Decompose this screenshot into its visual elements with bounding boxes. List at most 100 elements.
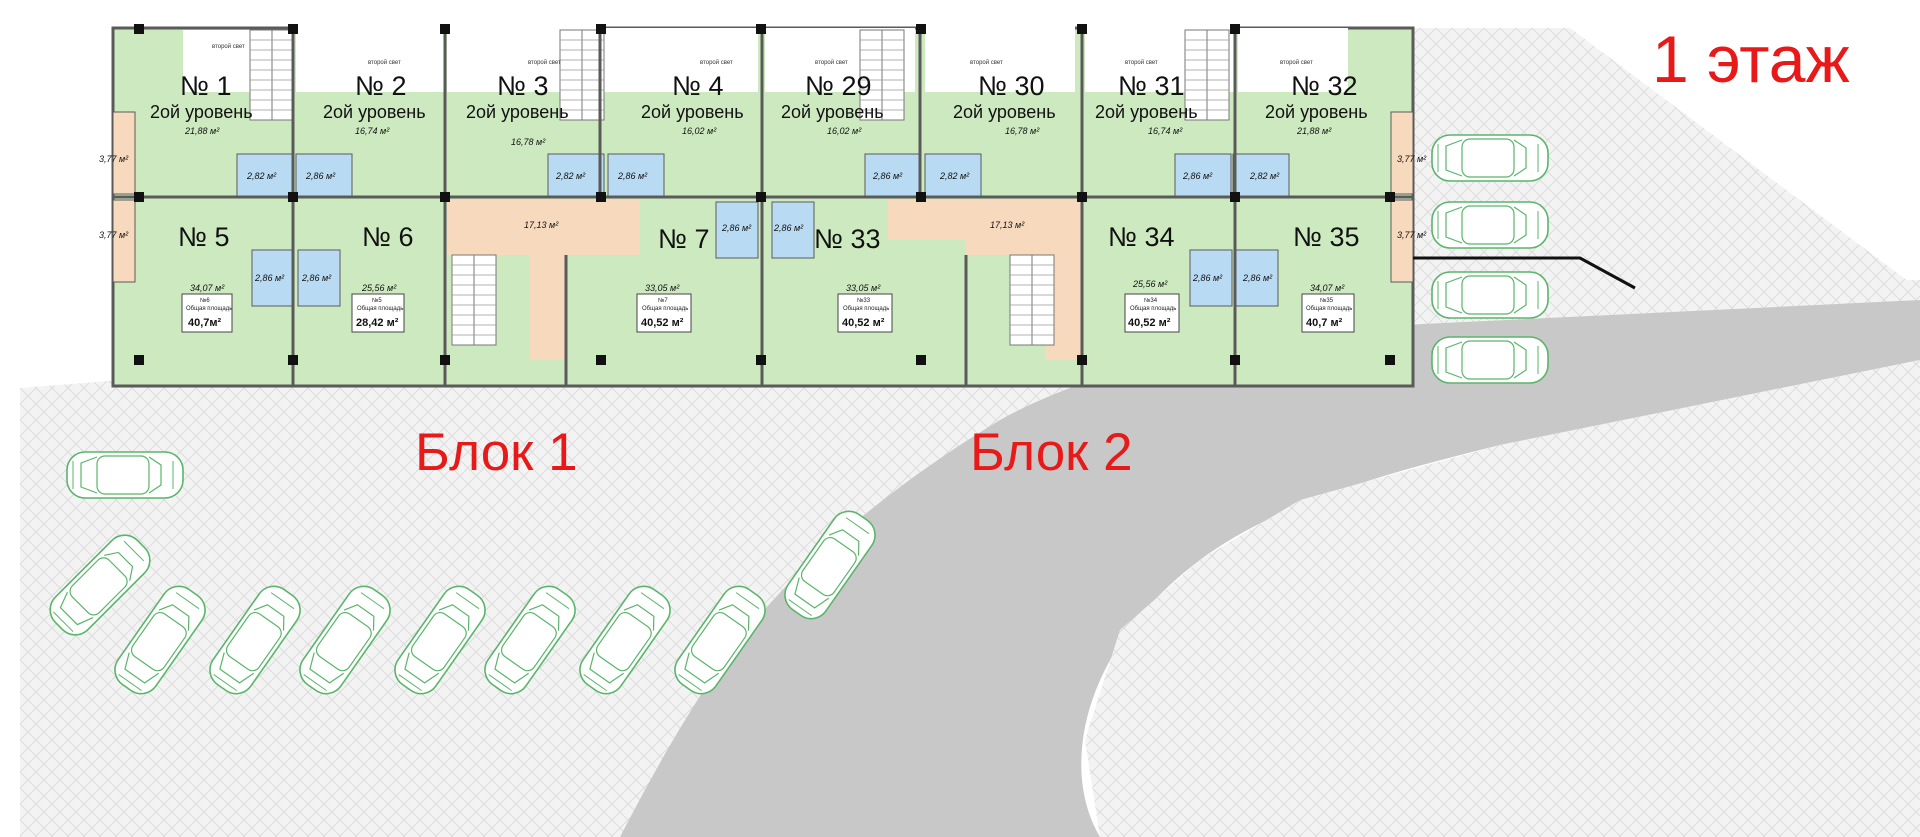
unit-number: № 7 — [658, 224, 709, 254]
storage-area: 2,82 м² — [555, 171, 586, 181]
unit-level: 2ой уровень — [1265, 102, 1368, 122]
side-room-area: 3,77 м² — [1397, 230, 1427, 240]
badge-number: №33 — [857, 297, 871, 304]
unit-number: № 32 — [1291, 71, 1358, 101]
badge-caption: Общая площадь — [1306, 306, 1352, 312]
second-light-label: второй свет — [212, 43, 245, 50]
badge-caption: Общая площадь — [1130, 306, 1176, 312]
hall-area: 17,13 м² — [524, 220, 559, 230]
storage-area: 2,86 м² — [773, 223, 804, 233]
unit-level: 2ой уровень — [781, 102, 884, 122]
unit-area: 16,02 м² — [827, 126, 862, 136]
unit-area: 21,88 м² — [184, 126, 220, 136]
badge-caption: Общая площадь — [357, 306, 403, 312]
unit-area: 33,05 м² — [846, 283, 881, 293]
badge-number: №7 — [658, 297, 668, 304]
unit-area: 16,74 м² — [355, 126, 390, 136]
storage-area: 2,86 м² — [872, 171, 903, 181]
unit-level: 2ой уровень — [953, 102, 1056, 122]
unit-number: № 1 — [180, 71, 231, 101]
badge-total: 40,7 м² — [1306, 317, 1343, 329]
unit-number: № 29 — [805, 71, 872, 101]
unit-area: 16,02 м² — [682, 126, 717, 136]
second-light-label: второй свет — [815, 59, 848, 66]
unit-area: 33,05 м² — [645, 283, 680, 293]
hall-area: 17,13 м² — [990, 220, 1025, 230]
unit-level: 2ой уровень — [150, 102, 253, 122]
total-area-badge — [1301, 293, 1355, 333]
storage-area: 2,86 м² — [254, 273, 285, 283]
badge-number: №34 — [1144, 297, 1158, 304]
unit-level: 2ой уровень — [1095, 102, 1198, 122]
unit-number: № 5 — [178, 222, 229, 252]
badge-total: 40,52 м² — [842, 317, 885, 329]
upper-units: № 1 2ой уровень 21,88 м² второй свет № 2… — [150, 43, 1368, 147]
unit-number: № 35 — [1293, 222, 1360, 252]
block-label-1: Блок 1 — [415, 423, 578, 482]
unit-area: 16,74 м² — [1148, 126, 1183, 136]
badge-total: 28,42 м² — [356, 317, 399, 329]
unit-number: № 6 — [362, 222, 413, 252]
badge-caption: Общая площадь — [186, 306, 232, 312]
badge-number: №6 — [200, 297, 210, 304]
storage-area: 2,86 м² — [1192, 273, 1223, 283]
side-room-area: 3,77 м² — [1397, 154, 1427, 164]
badge-total: 40,7м² — [188, 317, 222, 329]
second-light-label: второй свет — [528, 59, 561, 66]
unit-number: № 31 — [1118, 71, 1185, 101]
unit-level: 2ой уровень — [323, 102, 426, 122]
unit-number: № 2 — [355, 71, 406, 101]
unit-number: № 34 — [1108, 222, 1175, 252]
unit-area: 25,56 м² — [1132, 279, 1168, 289]
badge-caption: Общая площадь — [642, 306, 688, 312]
unit-area: 16,78 м² — [511, 137, 546, 147]
second-light-label: второй свет — [1280, 59, 1313, 66]
storage-area: 2,86 м² — [301, 273, 332, 283]
lower-units: № 5 34,07 м² №6 Общая площадь 40,7м² № 6… — [178, 222, 1360, 333]
paving — [20, 280, 1920, 837]
badge-number: №5 — [372, 297, 382, 304]
paving-lower-right — [1085, 360, 1920, 837]
unit-level: 2ой уровень — [466, 102, 569, 122]
unit-number: № 4 — [672, 71, 723, 101]
halls — [112, 111, 1414, 360]
site-edge-line — [1413, 256, 1636, 290]
side-room-area: 3,77 м² — [99, 230, 129, 240]
block-label-2: Блок 2 — [970, 423, 1133, 482]
unit-area: 21,88 м² — [1296, 126, 1332, 136]
second-light-label: второй свет — [1125, 59, 1158, 66]
unit-area: 16,78 м² — [1005, 126, 1040, 136]
badge-total: 40,52 м² — [641, 317, 684, 329]
floor-title: 1 этаж — [1652, 22, 1850, 96]
second-light-label: второй свет — [970, 59, 1003, 66]
unit-area: 34,07 м² — [1310, 283, 1345, 293]
storage-area: 2,82 м² — [1249, 171, 1280, 181]
badge-caption: Общая площадь — [843, 306, 889, 312]
storage-labels: 2,82 м² 2,86 м² 2,82 м² 2,86 м² 2,86 м² … — [246, 171, 1280, 283]
unit-number: № 3 — [497, 71, 548, 101]
badge-total: 40,52 м² — [1128, 317, 1171, 329]
storage-area: 2,82 м² — [939, 171, 970, 181]
storage-area: 2,86 м² — [305, 171, 336, 181]
total-area-badge — [351, 293, 405, 333]
side-room-area: 3,77 м² — [99, 154, 129, 164]
storage-area: 2,86 м² — [1242, 273, 1273, 283]
unit-number: № 33 — [814, 224, 881, 254]
storage-rooms — [236, 153, 1290, 307]
columns — [134, 24, 1395, 365]
total-area-badge — [181, 293, 233, 333]
total-area-badge — [837, 293, 893, 333]
unit-area: 25,56 м² — [361, 283, 397, 293]
unit-level: 2ой уровень — [641, 102, 744, 122]
unit-number: № 30 — [978, 71, 1045, 101]
second-light-label: второй свет — [368, 59, 401, 66]
storage-area: 2,86 м² — [721, 223, 752, 233]
storage-area: 2,86 м² — [617, 171, 648, 181]
second-light-label: второй свет — [700, 59, 733, 66]
badge-number: №35 — [1320, 297, 1334, 304]
total-area-badge — [636, 293, 692, 333]
total-area-badge — [1124, 293, 1180, 333]
unit-area: 34,07 м² — [190, 283, 225, 293]
storage-area: 2,86 м² — [1182, 171, 1213, 181]
